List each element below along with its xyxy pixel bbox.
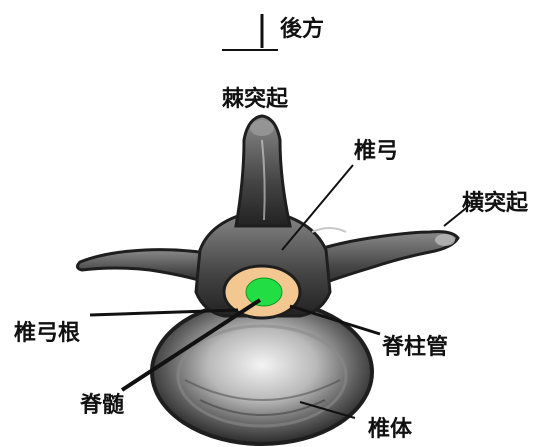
label-transverse-process: 横突起 — [462, 190, 529, 216]
label-posterior: 後方 — [280, 16, 324, 42]
label-pedicle: 椎弓根 — [14, 320, 80, 346]
label-spinous-process: 棘突起 — [222, 86, 289, 112]
label-spinal-cord: 脊髄 — [79, 392, 124, 418]
posterior-indicator — [222, 14, 278, 50]
label-vertebral-arch: 椎弓 — [354, 138, 398, 164]
spinal-cord — [246, 278, 282, 306]
label-vertebral-body: 椎体 — [368, 416, 413, 442]
label-spinal-canal: 脊柱管 — [381, 334, 448, 360]
